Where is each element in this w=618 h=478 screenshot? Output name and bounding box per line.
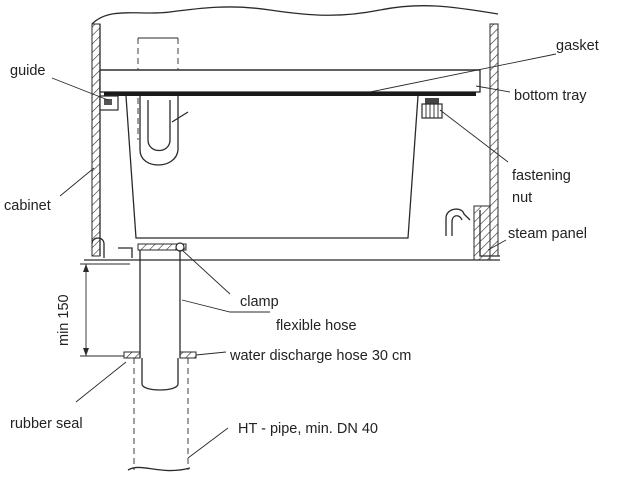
- leader-water-discharge: [195, 351, 227, 356]
- cabinet-top-breakline: [91, 4, 499, 25]
- label-cabinet: cabinet: [4, 198, 51, 214]
- guide-bracket: [99, 95, 119, 111]
- label-guide: guide: [10, 63, 45, 79]
- label-gasket: gasket: [556, 38, 599, 54]
- leader-gasket: [369, 53, 557, 93]
- gasket: [104, 92, 476, 96]
- leader-steam-panel: [487, 239, 507, 251]
- leader-clamp: [181, 249, 231, 295]
- label-min-150: min 150: [56, 294, 72, 346]
- steam-panel: [445, 205, 500, 261]
- dimension-min-150: [80, 263, 124, 357]
- cabinet-right-wall: [489, 23, 499, 257]
- label-ht-pipe: HT - pipe, min. DN 40: [238, 421, 378, 437]
- leader-fastening-nut: [439, 109, 509, 163]
- leader-ht-pipe: [187, 427, 229, 459]
- label-rubber-seal: rubber seal: [10, 416, 83, 432]
- label-nut: nut: [512, 190, 532, 206]
- steam-container: [125, 95, 419, 239]
- fastening-nut: [421, 98, 443, 119]
- cabinet-left-wall: [91, 23, 101, 257]
- ht-pipe: [127, 358, 191, 472]
- clamp: [137, 242, 187, 252]
- label-steam-panel: steam panel: [508, 226, 587, 242]
- leader-cabinet: [59, 167, 95, 197]
- label-water-discharge-hose: water discharge hose 30 cm: [229, 348, 411, 364]
- rubber-seal: [123, 351, 197, 391]
- label-flexible-hose: flexible hose: [276, 318, 357, 334]
- label-fastening: fastening: [512, 168, 571, 184]
- leader-rubber-seal: [75, 361, 127, 403]
- leader-bottom-tray: [475, 85, 511, 93]
- flexible-hose: [139, 250, 181, 358]
- drain-funnel: [139, 96, 189, 166]
- label-clamp: clamp: [240, 294, 279, 310]
- leader-guide: [51, 77, 109, 101]
- label-bottom-tray: bottom tray: [514, 88, 587, 104]
- cabinet-floor: [84, 237, 500, 265]
- leader-flexible-hose: [181, 299, 270, 313]
